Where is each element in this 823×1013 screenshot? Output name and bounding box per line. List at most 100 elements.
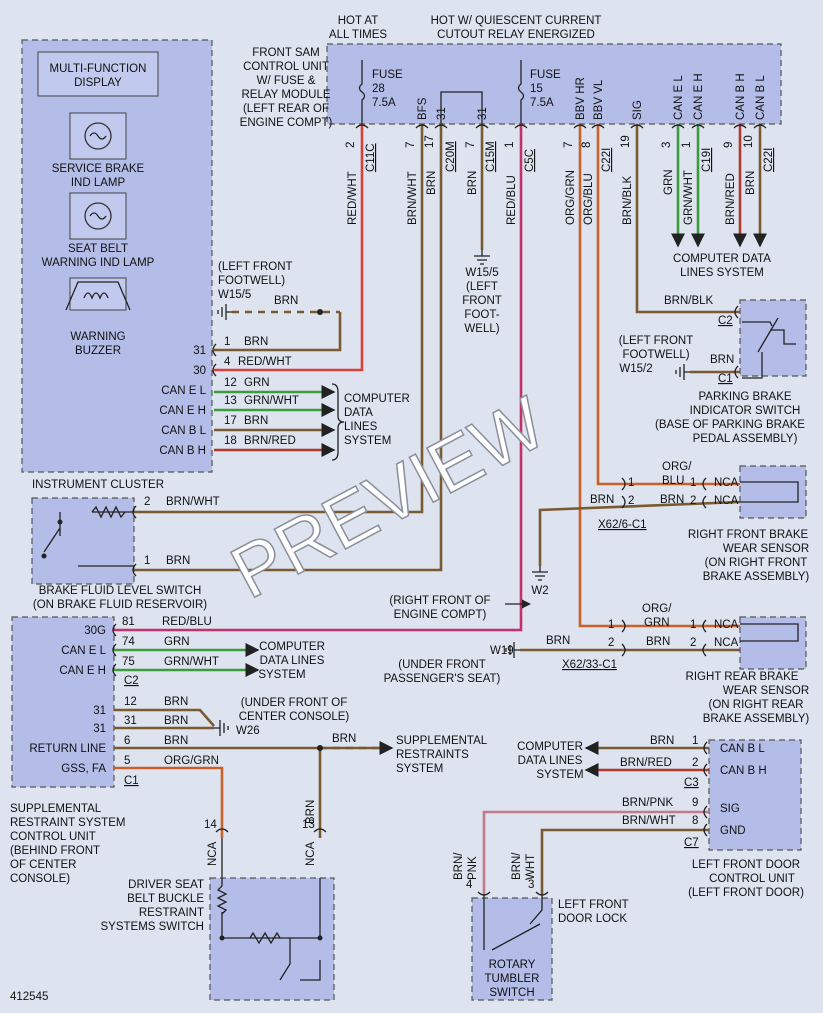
conn-c11c: C11C [365, 143, 377, 172]
wl-brn1: BRN [426, 171, 438, 195]
pin-31a: 31 [436, 107, 448, 120]
w155-4: WELL) [464, 323, 499, 335]
front-sam-box [326, 43, 782, 125]
instrument-cluster-box [21, 39, 213, 473]
hot-all-times-2: ALL TIMES [329, 29, 387, 41]
w155-0: W15/5 [465, 267, 498, 279]
sam-label-5: ENGINE COMPT) [240, 117, 333, 129]
wl-orgblu: ORG/BLU [583, 173, 595, 225]
rw-name-3: BRAKE ASSEMBLY) [703, 713, 810, 725]
wire-front-brn [538, 500, 741, 566]
sam-label-1: CONTROL UNIT [243, 61, 329, 73]
rw-wire1b: GRN [644, 617, 670, 629]
wl-brnred: BRN/RED [725, 173, 737, 225]
grounds [214, 250, 690, 736]
buzzer-icon [65, 281, 131, 311]
lk-name-1: TUMBLER [485, 973, 540, 985]
pk-c2: C2 [718, 315, 733, 327]
rw-name-0: RIGHT REAR BRAKE [686, 671, 799, 683]
pinno-c22d: 9 [723, 142, 735, 148]
rw-p2: 2 [608, 637, 614, 649]
wire-red-wht [214, 124, 364, 372]
cl-pin-1: 4 [224, 356, 231, 368]
srs-w26-0: (UNDER FRONT OF [241, 697, 347, 709]
srs-w26-1: CENTER CONSOLE) [239, 711, 350, 723]
cl-cdl-0: COMPUTER [344, 393, 410, 405]
cl-lbl-5: CAN B H [159, 445, 206, 457]
quiescent-2: CUTOUT RELAY ENERGIZED [437, 29, 595, 41]
fw-name-1: WEAR SENSOR [723, 543, 809, 555]
fw-wire1: ORG/ [662, 461, 692, 473]
rw-nca2: NCA [714, 637, 739, 649]
w155-3: FOOT- [464, 309, 499, 321]
hot-all-times-1: HOT AT [338, 15, 378, 27]
cl-pin-5: 18 [224, 435, 237, 447]
wire-org-grn [578, 124, 740, 628]
cl-cdl-1: DATA [344, 407, 373, 419]
srs-pin-5: 6 [124, 735, 130, 747]
bf-p2: 2 [144, 496, 150, 508]
dc-cdl-0: COMPUTER [517, 741, 583, 753]
dc-lbl-1: CAN B H [720, 765, 767, 777]
rw-gnd-1: (UNDER FRONT [398, 659, 486, 671]
lk-loc-1: DOOR LOCK [558, 913, 627, 925]
dc-wire-0: BRN [650, 735, 674, 747]
labels: HOT AT ALL TIMES HOT W/ QUIESCENT CURREN… [10, 15, 809, 1003]
buckle-node [219, 935, 225, 941]
dc-wire-1: BRN/RED [620, 757, 672, 769]
cluster-cdl-brace [331, 383, 345, 461]
diagram-id: 412545 [10, 991, 48, 1003]
pk-brn: BRN [710, 354, 734, 366]
service-1: IND LAMP [71, 177, 126, 189]
fuse15-a: FUSE [530, 69, 561, 81]
dc-wire-2: BRN/PNK [622, 797, 673, 809]
fw-p1: 1 [628, 477, 634, 489]
rw-gnd-2: PASSENGER'S SEAT) [384, 673, 501, 685]
quiescent-1: HOT W/ QUIESCENT CURRENT [431, 15, 602, 27]
srs-w26-2: W26 [236, 725, 260, 737]
cdl-top-0: COMPUTER DATA [673, 253, 771, 265]
srs-wire-2: GRN/WHT [164, 656, 219, 668]
cl-footwell-2: W15/5 [218, 289, 251, 301]
conn-c22d: C22I [763, 148, 775, 172]
arrows [245, 233, 767, 777]
dc-c7: C7 [684, 837, 699, 849]
preview-watermark: PREVIEW [218, 381, 558, 615]
mfd-box [37, 51, 159, 97]
pinno-c11c: 2 [345, 142, 357, 148]
bk-nca1: NCA [207, 841, 219, 866]
lock-box [471, 897, 553, 1001]
dc-lbl-2: SIG [720, 803, 740, 815]
wl-redwht: RED/WHT [347, 171, 359, 225]
conn-c19i: C19I [701, 148, 713, 172]
srs-name-3: (BEHIND FRONT [10, 845, 100, 857]
wire-brn-wht-door [540, 828, 709, 894]
srs-restraint-wire: BRN [332, 733, 356, 745]
parking-switch-symbol [742, 317, 796, 379]
fw-wire-left: BRN [590, 494, 614, 506]
lk-w4b: PNK [467, 856, 479, 880]
cl-pin-0: 1 [224, 336, 230, 348]
wl-orggrn: ORG/GRN [565, 170, 577, 225]
bf-node [57, 519, 63, 525]
bf-w2: BRN/WHT [166, 496, 220, 508]
srs-c1: C1 [124, 775, 139, 787]
cl-lbl-4: CAN B L [161, 425, 206, 437]
rw-p2r: 2 [690, 637, 696, 649]
srs-lbl-2: CAN E H [59, 665, 106, 677]
srs-wire-1: GRN [164, 636, 190, 648]
pin-31b: 31 [477, 107, 489, 120]
cl-wire-3: GRN/WHT [244, 395, 299, 407]
fuse28-c: 7.5A [372, 97, 396, 109]
dc-pin-0: 1 [692, 735, 698, 747]
fw-nca1: NCA [714, 477, 739, 489]
rear-wear-loop [740, 623, 799, 642]
srs-wire-0: RED/BLU [162, 616, 212, 628]
srs-restraint-1: RESTRAINTS [396, 749, 469, 761]
srs-name-4: OF CENTER [10, 859, 76, 871]
pinno-c15m: 7 [465, 142, 477, 148]
splice-footwell [317, 309, 323, 315]
srs-restraint-2: SYSTEM [396, 763, 443, 775]
cl-footwell-0: (LEFT FRONT [218, 261, 293, 273]
service-lamp-filament [89, 132, 107, 140]
